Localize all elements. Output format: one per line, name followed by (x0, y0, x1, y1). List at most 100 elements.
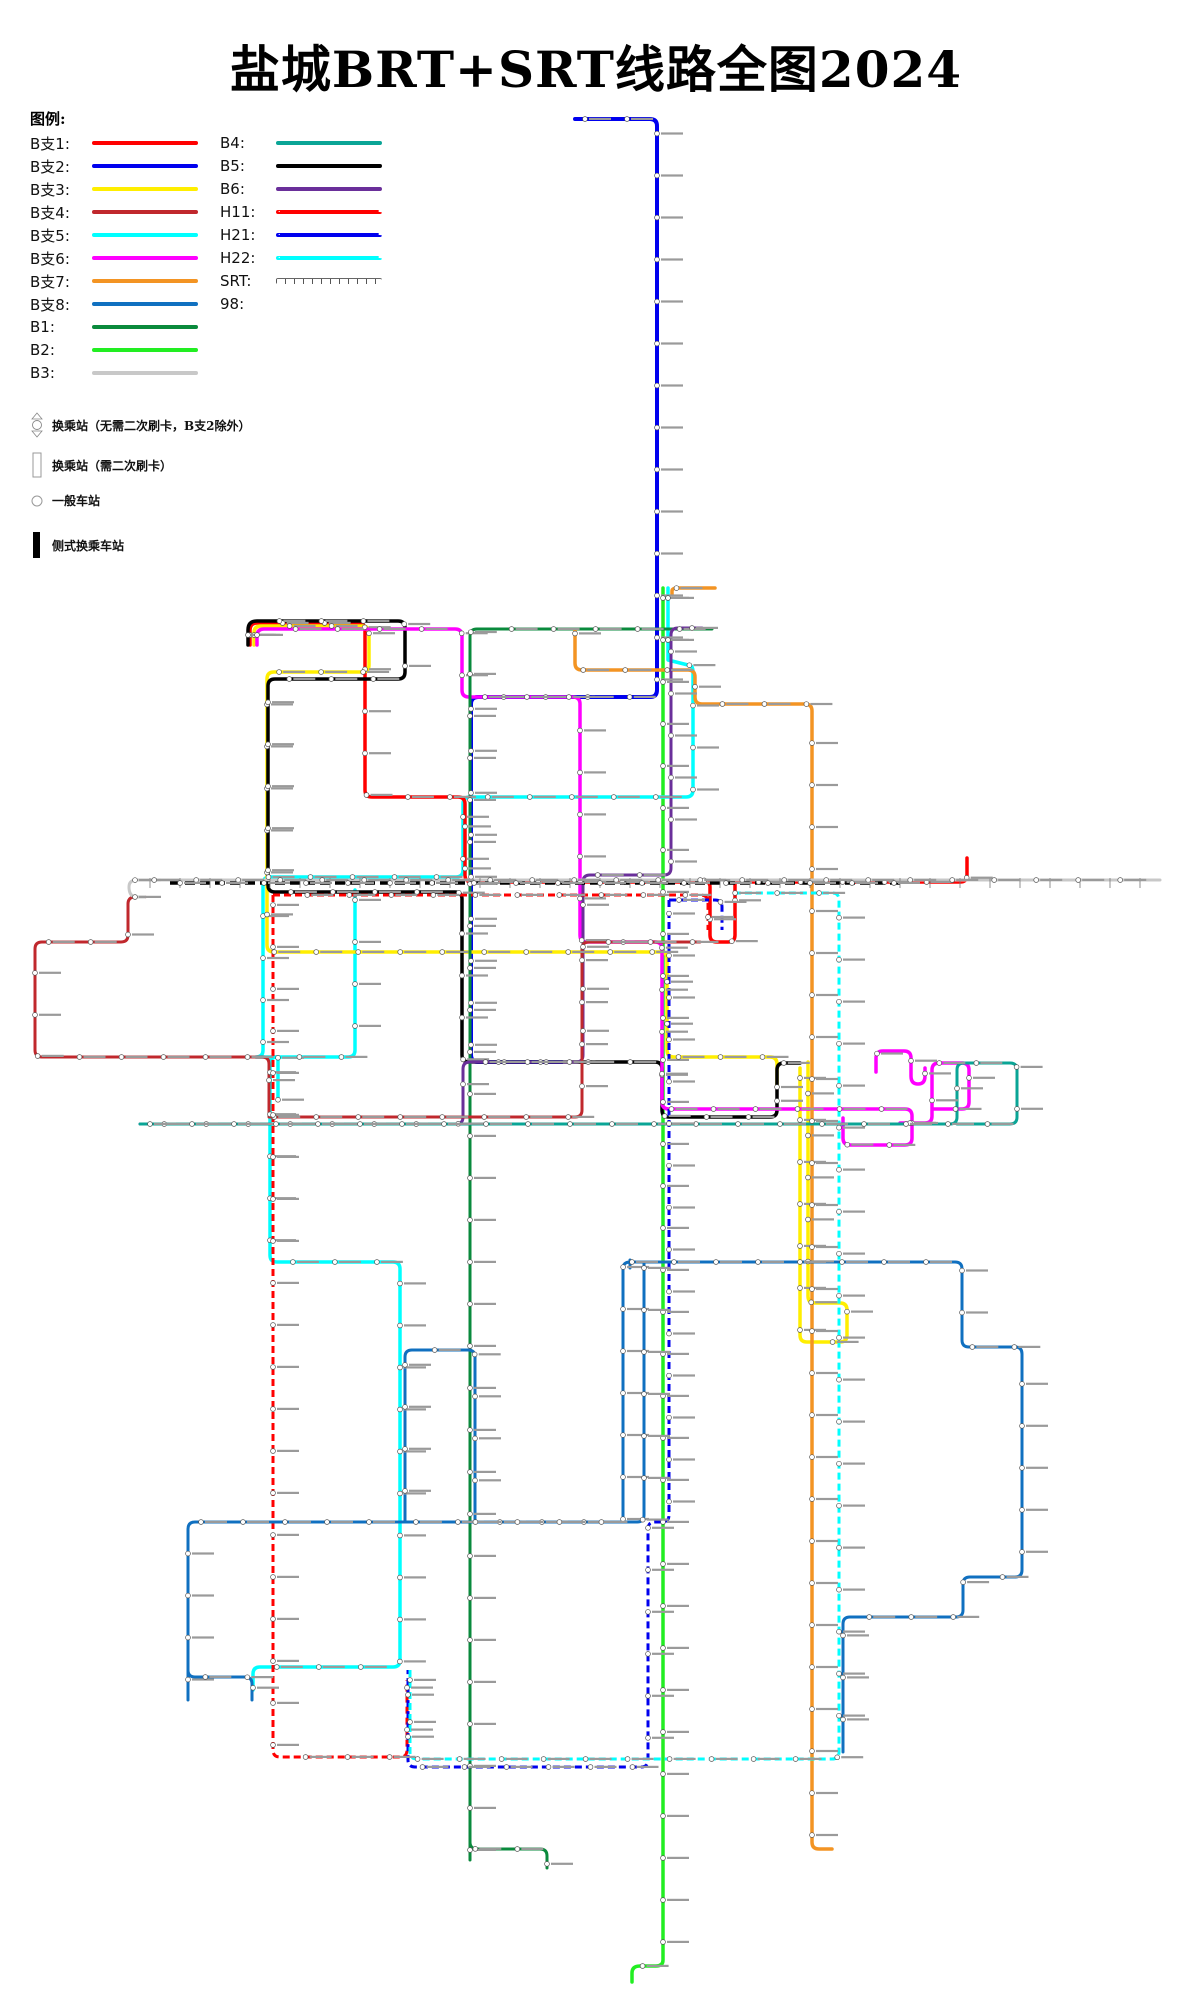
station-label-placeholder (272, 869, 294, 872)
station-label-placeholder (888, 1260, 910, 1263)
station-marker (265, 783, 271, 790)
station-marker (668, 774, 674, 781)
station-label-placeholder (843, 1042, 865, 1045)
station-marker (809, 1706, 815, 1712)
station-label-placeholder (781, 891, 804, 894)
station-label-placeholder (404, 1366, 426, 1369)
station-marker (639, 1516, 646, 1523)
station-label-placeholder (661, 384, 683, 387)
station-label-placeholder (584, 771, 606, 774)
station-marker (577, 727, 583, 734)
station-marker (665, 595, 671, 601)
station-label-placeholder (475, 833, 497, 836)
station-label-placeholder (277, 1617, 299, 1620)
station-label-placeholder (586, 1085, 608, 1088)
station-label-placeholder (507, 695, 530, 698)
station-label-placeholder (667, 1646, 689, 1649)
station-marker (270, 1112, 276, 1118)
station-label-placeholder (277, 1197, 299, 1200)
station-label-placeholder (328, 621, 351, 624)
station-label-placeholder (667, 848, 689, 851)
station-label-placeholder (404, 1534, 426, 1537)
station-label-placeholder (759, 1107, 782, 1110)
station-label-placeholder (563, 893, 586, 896)
station-marker (660, 595, 666, 601)
station-label-placeholder (247, 1520, 269, 1523)
station-label-placeholder (816, 867, 838, 871)
legend-swatch-b6 (276, 187, 382, 191)
station-label-placeholder (636, 1765, 659, 1768)
station-marker (1033, 877, 1039, 883)
station-label-placeholder (666, 988, 688, 991)
station-marker (805, 1216, 811, 1223)
station-marker (555, 880, 561, 886)
station-label-placeholder (898, 881, 920, 884)
station-label-placeholder (573, 1060, 596, 1063)
station-marker (809, 1160, 815, 1166)
legend-swatch-bz4 (92, 210, 198, 214)
station-marker (809, 824, 815, 830)
station-marker (660, 1099, 666, 1105)
station-label-placeholder (563, 1520, 586, 1523)
station-marker (651, 1121, 657, 1127)
station-marker (668, 648, 674, 655)
station-label-placeholder (420, 890, 443, 893)
station-label-placeholder (378, 1122, 401, 1125)
station-marker (597, 880, 603, 886)
station-label-placeholder (672, 596, 694, 599)
station-marker (655, 877, 661, 883)
station-marker (809, 782, 815, 788)
station-label-placeholder (293, 677, 316, 680)
station-marker (690, 702, 696, 709)
station-marker (809, 1664, 815, 1670)
station-marker (666, 1246, 672, 1253)
station-marker (659, 987, 665, 993)
station-label-placeholder (320, 1115, 343, 1118)
station-label-placeholder (696, 940, 719, 943)
station-marker (273, 1121, 279, 1127)
station-label-placeholder (551, 1862, 573, 1865)
station-label-placeholder (271, 745, 293, 748)
legend-item-bz2: B支2: (30, 155, 198, 177)
station-marker (836, 1502, 842, 1509)
station-label-placeholder (474, 1344, 496, 1347)
station-label-placeholder (351, 1755, 374, 1758)
station-label-placeholder (648, 1392, 670, 1395)
station-label-placeholder (267, 914, 289, 918)
station-label-placeholder (474, 1596, 496, 1599)
station-label-placeholder (587, 668, 610, 671)
station-marker (514, 1846, 521, 1852)
station-marker (352, 1023, 358, 1029)
station-label-placeholder (661, 636, 683, 639)
station-marker (809, 1202, 815, 1208)
station-marker (676, 897, 682, 903)
station-label-placeholder (530, 695, 553, 698)
station-marker (1019, 1507, 1025, 1513)
station-label-placeholder (843, 1336, 865, 1339)
station-marker (675, 1054, 682, 1060)
station-label-placeholder (94, 940, 117, 943)
station-marker (513, 880, 519, 886)
station-label-placeholder (238, 1122, 260, 1125)
station-marker (809, 1328, 815, 1334)
station-marker (809, 1034, 815, 1040)
station-label-placeholder (359, 940, 381, 943)
station-marker (844, 1308, 850, 1315)
station-marker (666, 1330, 672, 1337)
legend-heading: 图例: (30, 110, 66, 128)
station-marker (566, 1059, 573, 1065)
station-label-placeholder (550, 1060, 573, 1063)
station-label-placeholder (370, 793, 393, 796)
station-label-placeholder (536, 878, 559, 881)
station-label-placeholder (587, 903, 609, 906)
station-marker (274, 1664, 280, 1670)
station-marker (376, 626, 383, 632)
station-marker (654, 172, 660, 179)
station-label-placeholder (661, 132, 683, 135)
station-label-placeholder (667, 1016, 689, 1019)
station-marker (809, 1496, 815, 1502)
station-marker (388, 892, 395, 898)
station-label-placeholder (589, 1757, 612, 1760)
station-label-placeholder (474, 1722, 496, 1725)
station-marker (467, 1721, 473, 1727)
